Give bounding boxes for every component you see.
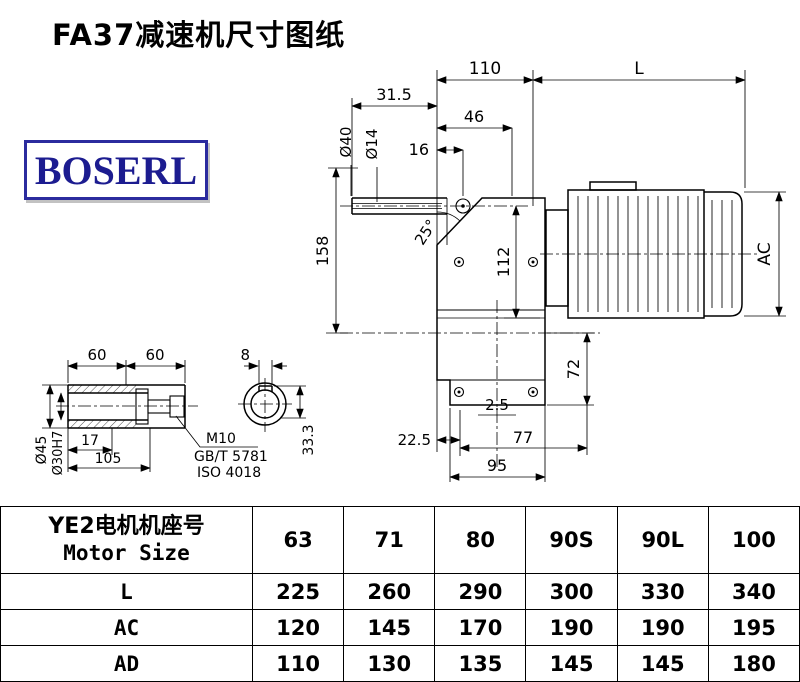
dim-2-5: 2.5	[485, 396, 509, 414]
boserl-logo: BOSERL	[24, 140, 208, 200]
label-gbt5781: GB/T 5781	[194, 449, 268, 465]
table-cell: 190	[526, 610, 618, 646]
dim-95: 95	[487, 456, 507, 475]
dim-60-right: 60	[145, 346, 164, 364]
dim-17: 17	[81, 433, 99, 449]
dim-8: 8	[240, 346, 250, 364]
dim-72: 72	[564, 359, 583, 379]
dim-L: L	[634, 59, 644, 79]
table-cell: 135	[435, 646, 527, 682]
dim-angle-25: 25°	[411, 216, 441, 248]
table-cell: 145	[617, 646, 709, 682]
dim-31-5: 31.5	[376, 85, 412, 104]
table-cell: 330	[617, 574, 709, 610]
table-cell: 180	[708, 646, 800, 682]
dim-60-left: 60	[87, 346, 106, 364]
table-cell: 195	[708, 610, 800, 646]
row-label-AC: AC	[1, 610, 253, 646]
label-m10: M10	[206, 431, 236, 447]
motor-size-table: YE2电机机座号 Motor Size 63 71 80 90S 90L 100…	[0, 506, 800, 682]
page-title: FA37减速机尺寸图纸	[52, 18, 346, 52]
table-cell: 145	[344, 610, 436, 646]
motor-size-col-4: 90S	[526, 507, 618, 574]
table-cell: 190	[617, 610, 709, 646]
boserl-logo-text: BOSERL	[34, 147, 198, 193]
table-header-en: Motor Size	[63, 540, 190, 565]
row-label-L: L	[1, 574, 253, 610]
hollow-shaft-detail	[67, 384, 186, 429]
gearbox-housing	[436, 197, 546, 406]
table-header-cn: YE2电机机座号	[48, 514, 205, 540]
dim-77: 77	[513, 428, 533, 447]
dimension-lines	[42, 70, 786, 482]
dim-110: 110	[469, 59, 501, 79]
table-cell: 120	[253, 610, 345, 646]
dim-dia14: Ø14	[363, 129, 381, 160]
label-iso4018: ISO 4018	[197, 465, 261, 481]
dim-158: 158	[313, 236, 332, 267]
input-shaft	[351, 197, 471, 215]
dim-112: 112	[494, 247, 513, 278]
table-cell: 145	[526, 646, 618, 682]
dimension-drawing: 110 L 31.5 46 16 Ø40 Ø14 25° 158 112 AC …	[34, 59, 786, 482]
table-header-motor-size: YE2电机机座号 Motor Size	[1, 507, 253, 574]
dim-33-3: 33.3	[301, 424, 317, 455]
table-cell: 130	[344, 646, 436, 682]
motor-size-col-3: 80	[435, 507, 527, 574]
motor-size-col-5: 90L	[617, 507, 709, 574]
row-label-AD: AD	[1, 646, 253, 682]
table-cell: 340	[708, 574, 800, 610]
table-cell: 260	[344, 574, 436, 610]
table-cell: 110	[253, 646, 345, 682]
dim-46: 46	[464, 107, 484, 126]
dim-105: 105	[95, 451, 122, 467]
dim-dia30h7: Ø30H7	[51, 431, 66, 476]
dim-dia45: Ø45	[34, 436, 50, 465]
dim-AC: AC	[755, 242, 775, 265]
motor-size-col-6: 100	[708, 507, 800, 574]
dim-dia40: Ø40	[337, 127, 355, 158]
table-cell: 225	[253, 574, 345, 610]
table-cell: 300	[526, 574, 618, 610]
motor-size-col-2: 71	[344, 507, 436, 574]
table-cell: 290	[435, 574, 527, 610]
motor-size-col-1: 63	[253, 507, 345, 574]
motor	[545, 181, 743, 319]
table-cell: 170	[435, 610, 527, 646]
dim-22-5: 22.5	[398, 431, 431, 449]
dim-16: 16	[409, 140, 429, 159]
dimension-labels: 110 L 31.5 46 16 Ø40 Ø14 25° 158 112 AC …	[34, 59, 775, 481]
